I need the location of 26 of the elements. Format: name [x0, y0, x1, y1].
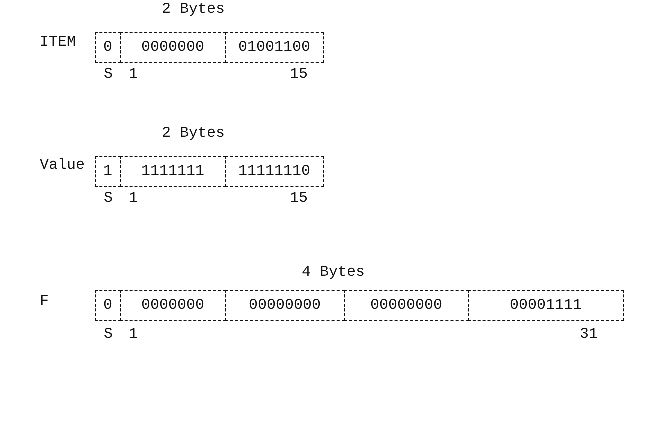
bit-label: 1 [129, 190, 138, 208]
bit-label: 31 [580, 326, 598, 344]
bit-label: 1 [129, 326, 138, 344]
size-label: 4 Bytes [302, 264, 366, 282]
sign-bit-field: 0 [95, 290, 121, 321]
field-name: F [40, 293, 50, 311]
bit-field: 11111110 [225, 156, 324, 187]
bit-label: S [104, 66, 114, 84]
bit-label: 15 [290, 66, 308, 84]
sign-bit-field: 1 [95, 156, 121, 187]
bit-label: 1 [129, 66, 138, 84]
bit-field: 0000000 [120, 32, 226, 63]
field-name: ITEM [40, 34, 76, 52]
bit-field: 00000000 [225, 290, 345, 321]
bit-label: S [104, 190, 114, 208]
field-name: Value [40, 157, 86, 175]
bit-label: 15 [290, 190, 308, 208]
bit-field: 0000000 [120, 290, 226, 321]
size-label: 2 Bytes [162, 125, 226, 143]
bit-field: 00000000 [344, 290, 469, 321]
bit-field: 01001100 [225, 32, 324, 63]
size-label: 2 Bytes [162, 1, 226, 19]
bit-field: 00001111 [468, 290, 624, 321]
bit-label: S [104, 326, 114, 344]
bit-field: 1111111 [120, 156, 226, 187]
sign-bit-field: 0 [95, 32, 121, 63]
